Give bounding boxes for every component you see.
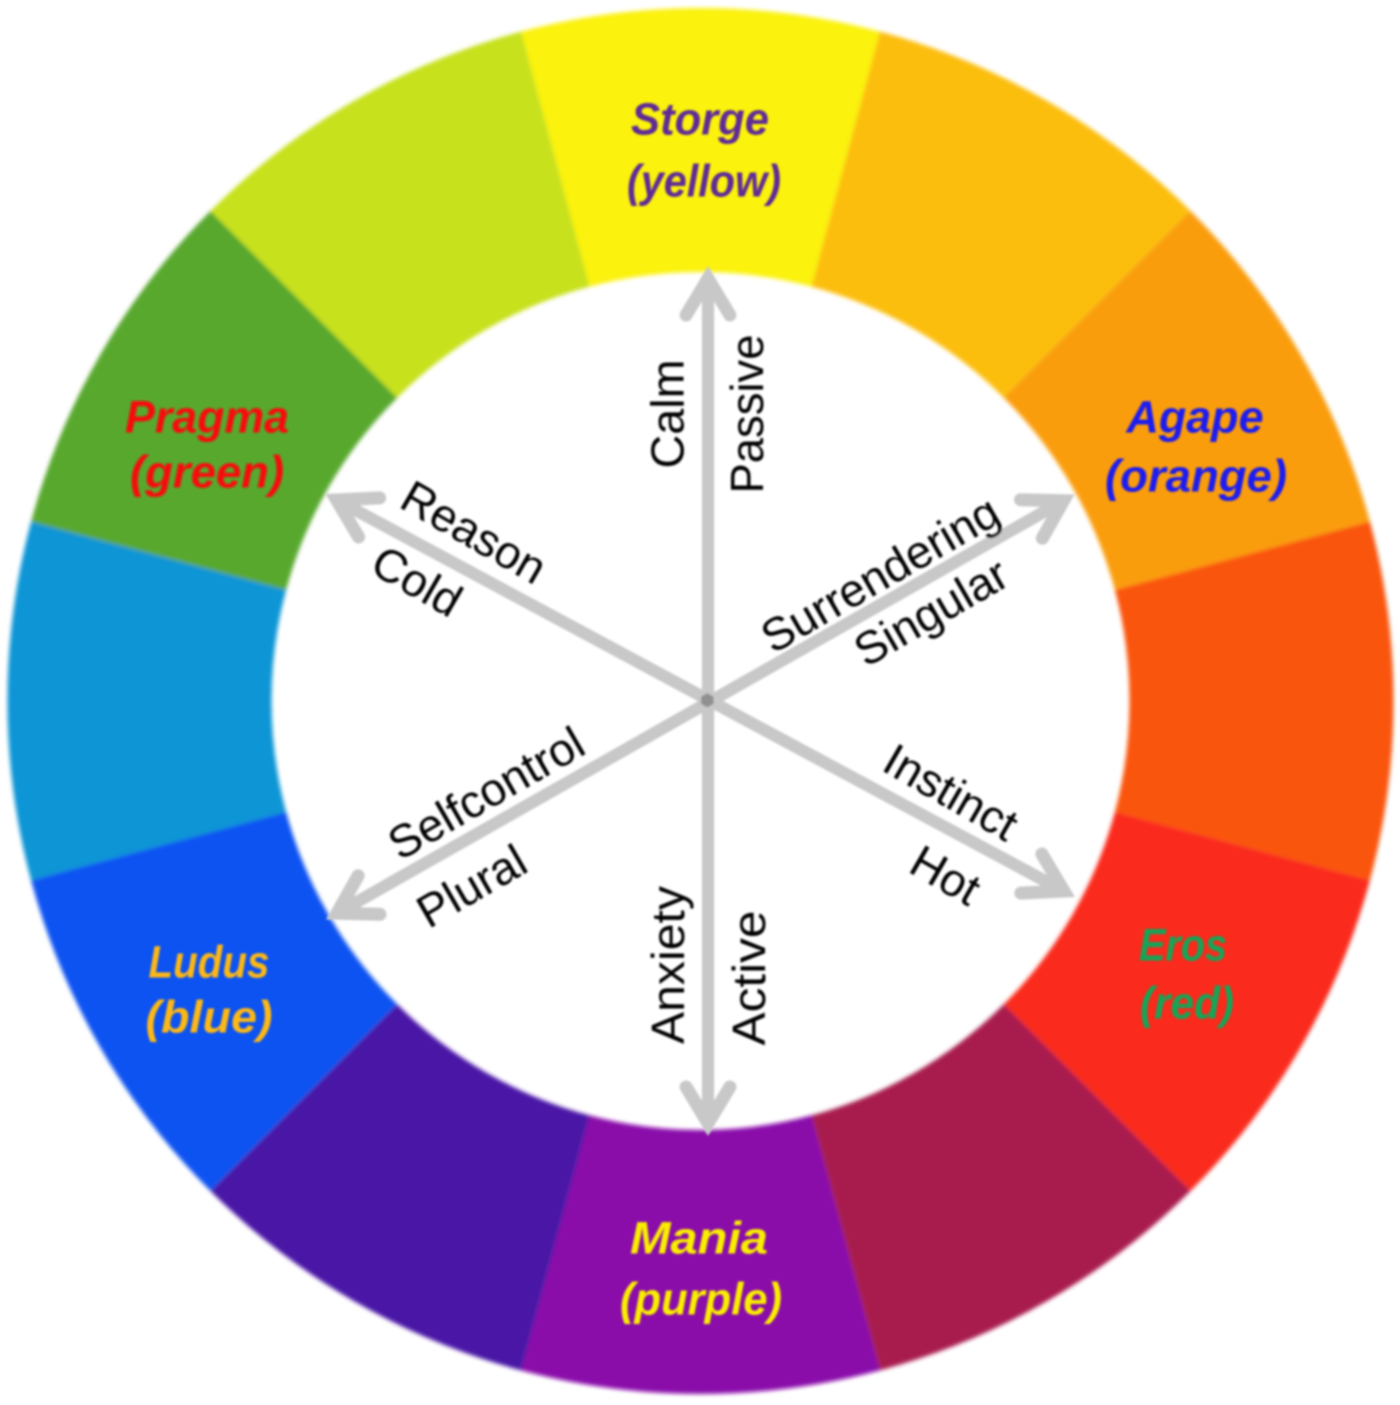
svg-text:(blue): (blue) — [146, 992, 273, 1043]
svg-text:(yellow): (yellow) — [627, 156, 781, 207]
svg-text:Mania: Mania — [630, 1213, 768, 1264]
svg-text:Pragma: Pragma — [125, 392, 289, 443]
svg-text:(purple): (purple) — [620, 1274, 782, 1325]
svg-text:Active: Active — [723, 911, 775, 1046]
svg-text:Passive: Passive — [721, 335, 773, 494]
svg-text:(red): (red) — [1140, 978, 1234, 1029]
svg-text:Agape: Agape — [1126, 392, 1264, 443]
svg-text:Calm: Calm — [642, 360, 694, 469]
svg-text:(orange): (orange) — [1105, 451, 1287, 502]
svg-text:Anxiety: Anxiety — [642, 886, 694, 1044]
svg-text:Eros: Eros — [1139, 920, 1227, 971]
svg-text:Ludus: Ludus — [149, 937, 270, 988]
svg-text:(green): (green) — [130, 447, 284, 498]
svg-text:Storge: Storge — [631, 94, 769, 145]
